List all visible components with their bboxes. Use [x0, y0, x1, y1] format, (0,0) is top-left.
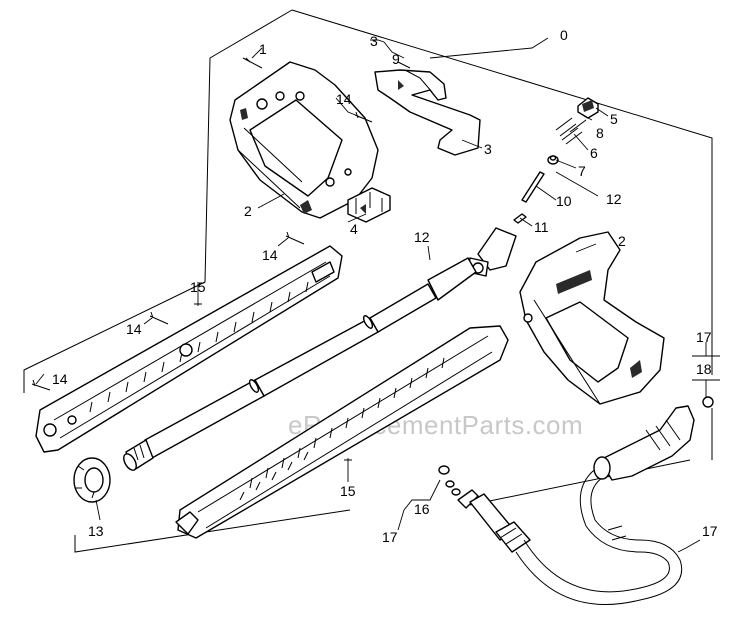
assembly-outline [23, 9, 713, 553]
callout-leaders [35, 37, 720, 553]
callout-14-cover-a: 14 [262, 247, 278, 263]
callout-1: 1 [259, 41, 267, 57]
callout-2-upper: 2 [244, 203, 252, 219]
callout-3-top: 3 [370, 33, 378, 49]
callout-14-housing: 14 [336, 91, 352, 107]
trigger-lever-3 [374, 69, 481, 156]
callout-16: 16 [414, 501, 430, 517]
callout-12-connector: 12 [414, 229, 430, 245]
callout-13: 13 [88, 523, 104, 539]
handle-housing-upper [229, 61, 379, 219]
handle-housing-rear [519, 231, 665, 405]
callout-12-valve: 12 [606, 191, 622, 207]
callout-14-cover-c: 14 [52, 371, 68, 387]
callout-labels: 0 1 3 9 3 5 8 6 7 12 10 11 14 2 4 2 12 1… [52, 27, 718, 545]
callout-4: 4 [350, 221, 358, 237]
inner-lance-tube [123, 257, 477, 471]
callout-5: 5 [610, 111, 618, 127]
valve-stem-10 [521, 171, 545, 203]
hose-connector [457, 489, 531, 553]
valve-connector-12 [467, 227, 517, 277]
screw-14-b [149, 311, 169, 325]
oring-18 [702, 396, 714, 408]
callout-14-cover-b: 14 [126, 321, 142, 337]
screw-14-c [31, 379, 51, 391]
callout-17-fitting: 17 [382, 529, 398, 545]
spring-6 [555, 117, 587, 145]
callout-17-top: 17 [696, 329, 712, 345]
callout-8: 8 [596, 125, 604, 141]
lance-cover-upper [35, 245, 343, 453]
high-pressure-hose [515, 457, 682, 606]
callout-2-rear: 2 [618, 233, 626, 249]
callout-6: 6 [590, 145, 598, 161]
callout-3-trigger: 3 [484, 141, 492, 157]
screw-1 [242, 57, 263, 69]
callout-0: 0 [560, 27, 568, 43]
callout-15-lower: 15 [340, 483, 356, 499]
fitting-oring-16 [438, 465, 461, 496]
callout-10: 10 [556, 193, 572, 209]
pin-9 [397, 61, 411, 69]
callout-7: 7 [578, 163, 586, 179]
callout-15-upper: 15 [190, 279, 206, 295]
callout-17-hose: 17 [702, 523, 718, 539]
screw-14-a [285, 231, 305, 245]
callout-18: 18 [696, 361, 712, 377]
callout-11: 11 [534, 219, 549, 235]
oring-7 [547, 155, 559, 165]
end-cap-13 [73, 457, 111, 503]
callout-9: 9 [392, 51, 400, 67]
valve-nut-5 [577, 97, 599, 119]
clip-4 [347, 187, 391, 223]
hose-coupling-nut [593, 405, 695, 481]
lance-cover-lower [175, 325, 509, 539]
